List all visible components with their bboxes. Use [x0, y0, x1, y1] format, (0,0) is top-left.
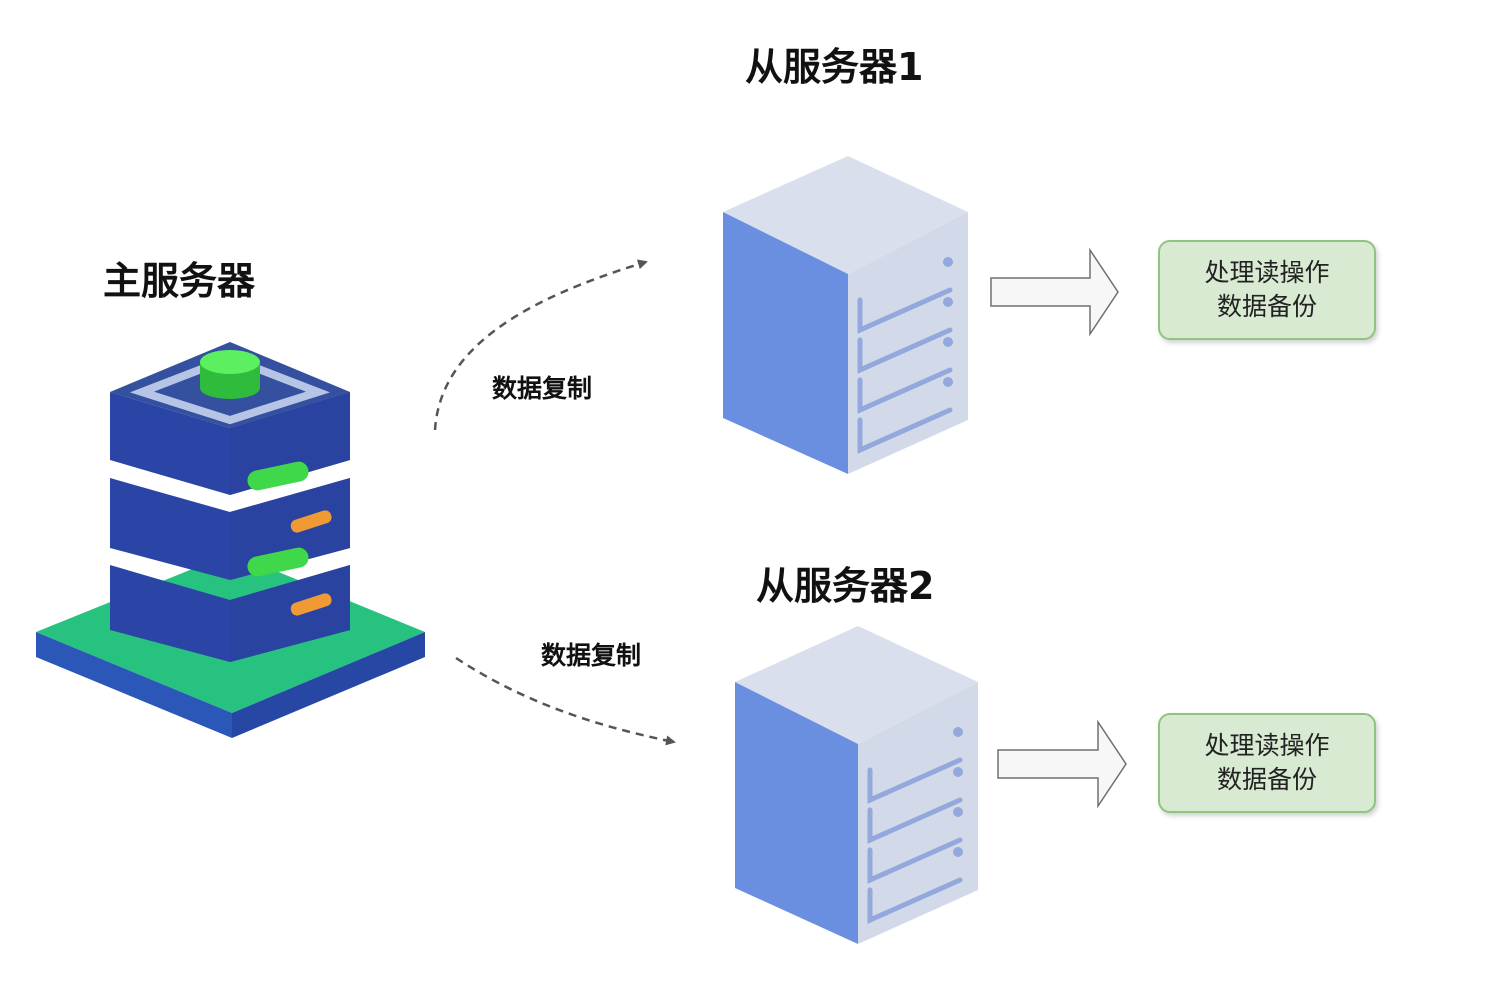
status-light-orange-icon: [290, 510, 332, 533]
replication-label-1: 数据复制: [492, 374, 593, 403]
replication-label-2: 数据复制: [541, 641, 642, 670]
role-backup: 数据备份: [1216, 765, 1317, 794]
arrow-right-icon: [997, 719, 1127, 809]
master-server-title: 主服务器: [103, 259, 256, 303]
slave-1-role-box: 处理读操作 数据备份: [1158, 240, 1376, 340]
slave-2-role-box: 处理读操作 数据备份: [1158, 713, 1376, 813]
power-button-icon: [200, 350, 260, 374]
dashed-arrow-icon: [455, 656, 676, 746]
status-light-green-icon: [247, 461, 309, 491]
dashed-arrow-icon: [433, 259, 648, 431]
slave-server-icon: [735, 626, 978, 944]
arrow-right-icon: [990, 247, 1119, 337]
slave-server-icon: [723, 156, 968, 474]
status-light-green-icon: [247, 547, 309, 577]
status-light-orange-icon: [290, 593, 332, 616]
master-server-icon: [36, 342, 425, 738]
slave-server-2-title: 从服务器2: [756, 564, 935, 608]
slave-server-1-title: 从服务器1: [745, 45, 924, 89]
role-read-ops: 处理读操作: [1204, 731, 1330, 760]
role-read-ops: 处理读操作: [1204, 258, 1330, 287]
role-backup: 数据备份: [1216, 292, 1317, 321]
